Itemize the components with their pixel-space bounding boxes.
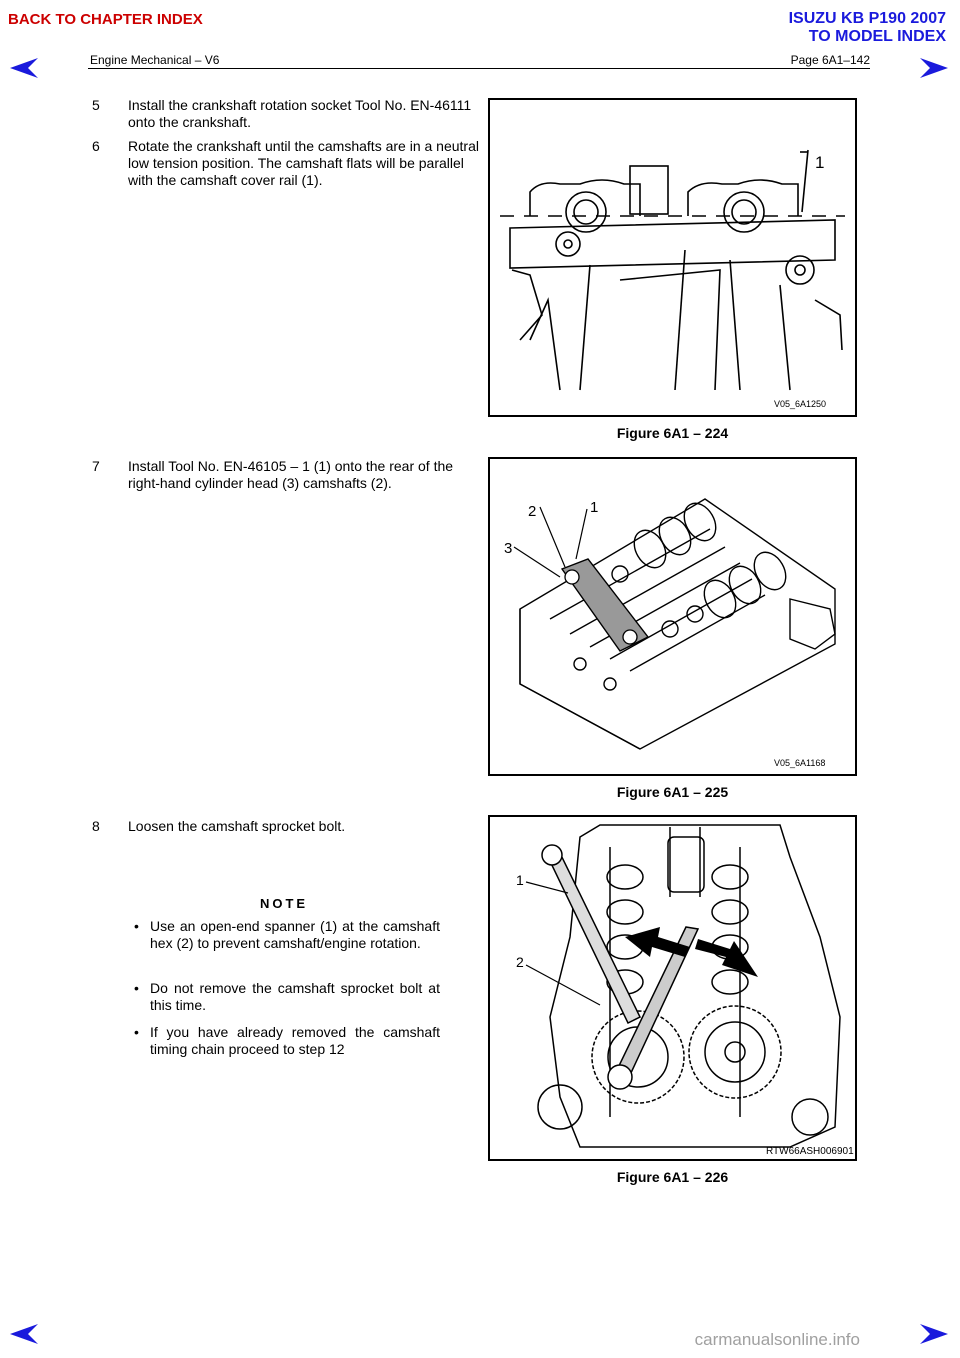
step-5: 5 Install the crankshaft rotation socket… <box>92 97 482 137</box>
note-bullet: • Use an open-end spanner (1) at the cam… <box>134 918 440 951</box>
figure-caption: Figure 6A1 – 225 <box>616 784 729 800</box>
step-8: 8 Loosen the camshaft sprocket bolt. <box>92 818 482 838</box>
figure-224-image: 1 <box>488 98 857 417</box>
callout-3: 3 <box>504 540 512 557</box>
next-page-arrow-icon[interactable] <box>918 1322 950 1346</box>
step-number: 5 <box>92 97 100 113</box>
step-text: Install the crankshaft rotation socket T… <box>128 97 472 130</box>
step-text: Install Tool No. EN-46105 – 1 (1) onto t… <box>128 458 454 491</box>
figure-226-image: 1 2 <box>488 815 857 1161</box>
step-text: Loosen the camshaft sprocket bolt. <box>128 818 346 834</box>
figure-code: RTW66ASH006901 <box>766 1146 854 1157</box>
step-number: 8 <box>92 818 100 834</box>
callout-1: 1 <box>590 499 598 516</box>
document-title: Engine Mechanical – V6 <box>90 53 220 67</box>
callout-2: 2 <box>516 954 524 970</box>
figure-caption: Figure 6A1 – 224 <box>616 425 729 441</box>
note-heading: NOTE <box>259 896 309 911</box>
step-6: 6 Rotate the crankshaft until the camsha… <box>92 138 482 194</box>
back-to-chapter-index-link[interactable]: BACK TO CHAPTER INDEX <box>8 11 203 28</box>
model-name: ISUZU KB P190 2007 <box>788 10 946 27</box>
step-number: 6 <box>92 138 100 154</box>
figure-225-image: 2 1 3 <box>488 457 857 776</box>
step-7: 7 Install Tool No. EN-46105 – 1 (1) onto… <box>92 458 482 498</box>
figure-caption: Figure 6A1 – 226 <box>616 1169 729 1185</box>
prev-page-arrow-icon[interactable] <box>8 56 40 80</box>
note-bullet: • Do not remove the camshaft sprocket bo… <box>134 980 440 1013</box>
to-model-index-link[interactable]: ISUZU KB P190 2007 TO MODEL INDEX <box>789 10 946 46</box>
figure-code: V05_6A1168 <box>774 758 826 768</box>
note-bullet-text: If you have already removed the camshaft… <box>150 1024 440 1057</box>
model-index-label: TO MODEL INDEX <box>808 28 946 45</box>
next-page-arrow-icon[interactable] <box>918 56 950 80</box>
step-text: Rotate the crankshaft until the camshaft… <box>128 138 479 188</box>
prev-page-arrow-icon[interactable] <box>8 1322 40 1346</box>
header-rule <box>88 68 870 69</box>
page-number: Page 6A1–142 <box>790 53 870 67</box>
watermark: carmanualsonline.info <box>694 1330 860 1349</box>
note-bullet: • If you have already removed the camsha… <box>134 1024 440 1057</box>
callout-1: 1 <box>516 872 524 888</box>
note-bullet-text: Use an open-end spanner (1) at the camsh… <box>150 918 440 951</box>
step-number: 7 <box>92 458 100 474</box>
note-bullet-text: Do not remove the camshaft sprocket bolt… <box>150 980 440 1013</box>
callout-2: 2 <box>528 503 536 520</box>
figure-code: V05_6A1250 <box>774 399 827 409</box>
callout-1: 1 <box>815 153 824 172</box>
